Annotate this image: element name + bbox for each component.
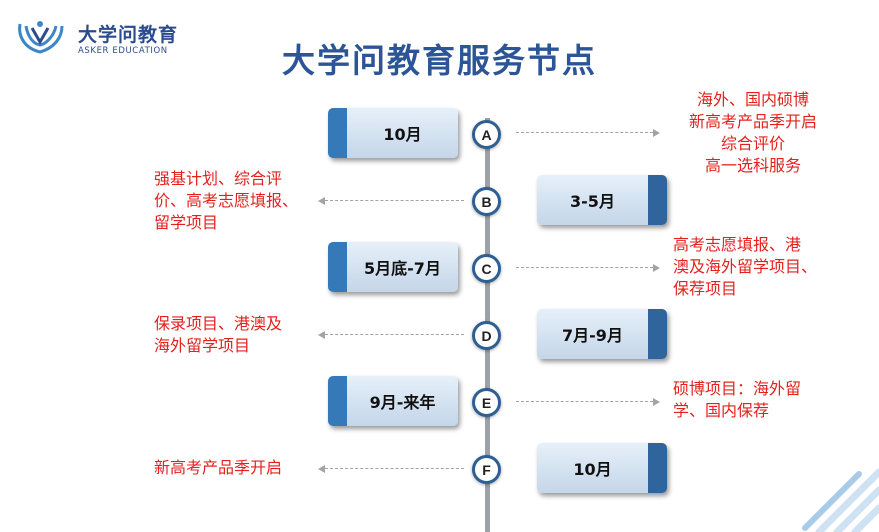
- node-note-c: 高考志愿填报、港 澳及海外留学项目、 保荐项目: [673, 234, 817, 300]
- brand-tagline: ASKER EDUCATION: [78, 46, 168, 56]
- note-line: 价、高考志愿填报、: [154, 191, 299, 210]
- timeline-node-c: C: [472, 254, 501, 283]
- arrow-left-icon: [318, 331, 325, 339]
- date-card-a: 10月: [328, 108, 458, 158]
- note-line: 强基计划、综合评: [154, 169, 283, 188]
- brand-logo: 大学问教育 ASKER EDUCATION: [12, 14, 177, 64]
- arrow-right-icon: [653, 129, 660, 137]
- note-line: 学、国内保荐: [673, 401, 770, 420]
- timeline-node-f: F: [472, 455, 501, 484]
- timeline-node-b: B: [472, 187, 501, 216]
- logo-mark-icon: [18, 21, 64, 54]
- note-line: 高一选科服务: [704, 156, 801, 175]
- connector-f: [325, 468, 464, 469]
- date-card-e: 9月-来年: [328, 376, 458, 426]
- node-note-e: 硕博项目：海外留 学、国内保荐: [673, 378, 801, 422]
- note-line: 保录项目、港澳及: [154, 314, 283, 333]
- note-line: 硕博项目：海外留: [673, 379, 802, 398]
- arrow-left-icon: [318, 197, 325, 205]
- node-note-a: 海外、国内硕博 新高考产品季开启 综合评价 高一选科服务: [668, 89, 838, 177]
- node-note-d: 保录项目、港澳及 海外留学项目: [154, 313, 282, 357]
- page-title: 大学问教育服务节点: [282, 41, 597, 80]
- note-line: 新高考产品季开启: [688, 112, 817, 131]
- date-card-f: 10月: [537, 443, 667, 493]
- note-line: 海外、国内硕博: [696, 90, 809, 109]
- date-card-b: 3-5月: [537, 175, 667, 225]
- note-line: 综合评价: [720, 134, 785, 153]
- arrow-right-icon: [653, 264, 660, 272]
- connector-e: [516, 401, 653, 402]
- arrow-left-icon: [318, 465, 325, 473]
- note-line: 新高考产品季开启: [154, 458, 283, 477]
- timeline-node-a: A: [472, 120, 501, 149]
- brand-name: 大学问教育: [78, 24, 179, 46]
- note-line: 留学项目: [154, 213, 219, 232]
- connector-a: [516, 132, 653, 133]
- note-line: 保荐项目: [673, 279, 738, 298]
- node-note-b: 强基计划、综合评 价、高考志愿填报、 留学项目: [154, 168, 298, 234]
- decorative-stripes: [802, 468, 879, 532]
- note-line: 海外留学项目: [154, 336, 251, 355]
- arrow-right-icon: [653, 398, 660, 406]
- connector-b: [325, 200, 464, 201]
- timeline-node-e: E: [472, 388, 501, 417]
- connector-d: [325, 334, 464, 335]
- date-card-d: 7月-9月: [537, 309, 667, 359]
- date-card-c: 5月底-7月: [328, 242, 458, 292]
- note-line: 高考志愿填报、港: [673, 235, 802, 254]
- timeline-node-d: D: [472, 321, 501, 350]
- node-note-f: 新高考产品季开启: [154, 457, 282, 479]
- connector-c: [516, 267, 653, 268]
- note-line: 澳及海外留学项目、: [673, 257, 818, 276]
